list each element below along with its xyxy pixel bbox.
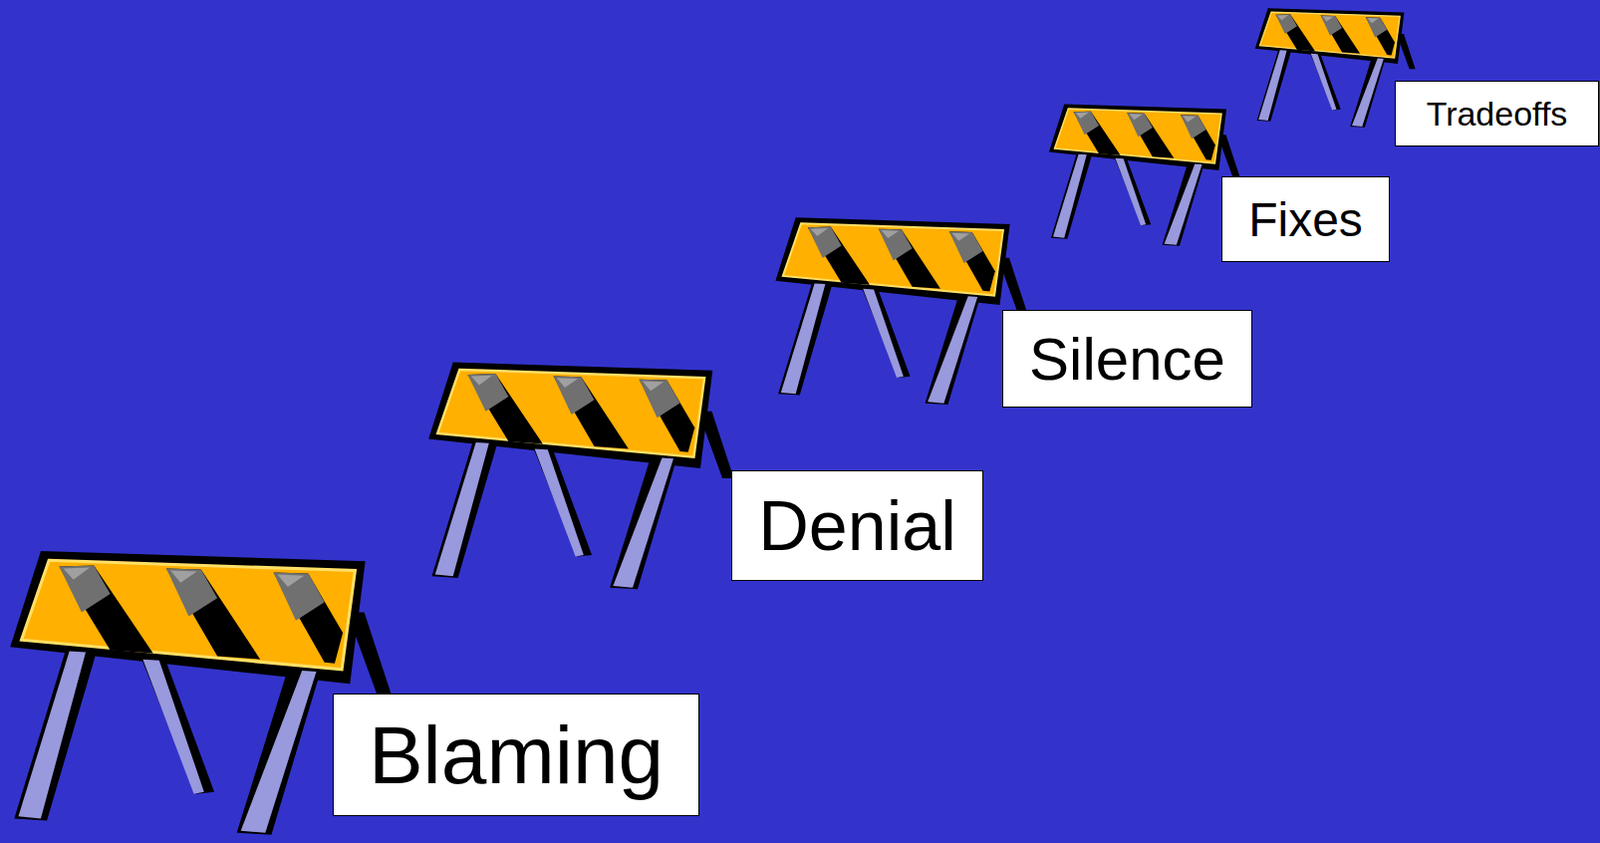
barricade [1255, 7, 1416, 128]
label-text: Silence [1029, 324, 1226, 394]
label-text: Fixes [1248, 192, 1363, 248]
label-box: Fixes [1221, 176, 1390, 263]
barricade [1049, 103, 1241, 246]
label-box: Silence [1002, 309, 1253, 408]
barricade [775, 217, 1028, 405]
label-text: Tradeoffs [1426, 94, 1569, 134]
label-text: Denial [758, 486, 956, 566]
label-box: Tradeoffs [1394, 80, 1600, 147]
label-box: Blaming [332, 693, 700, 816]
label-text: Blaming [368, 708, 664, 802]
label-box: Denial [731, 470, 984, 581]
barricade [428, 362, 734, 590]
